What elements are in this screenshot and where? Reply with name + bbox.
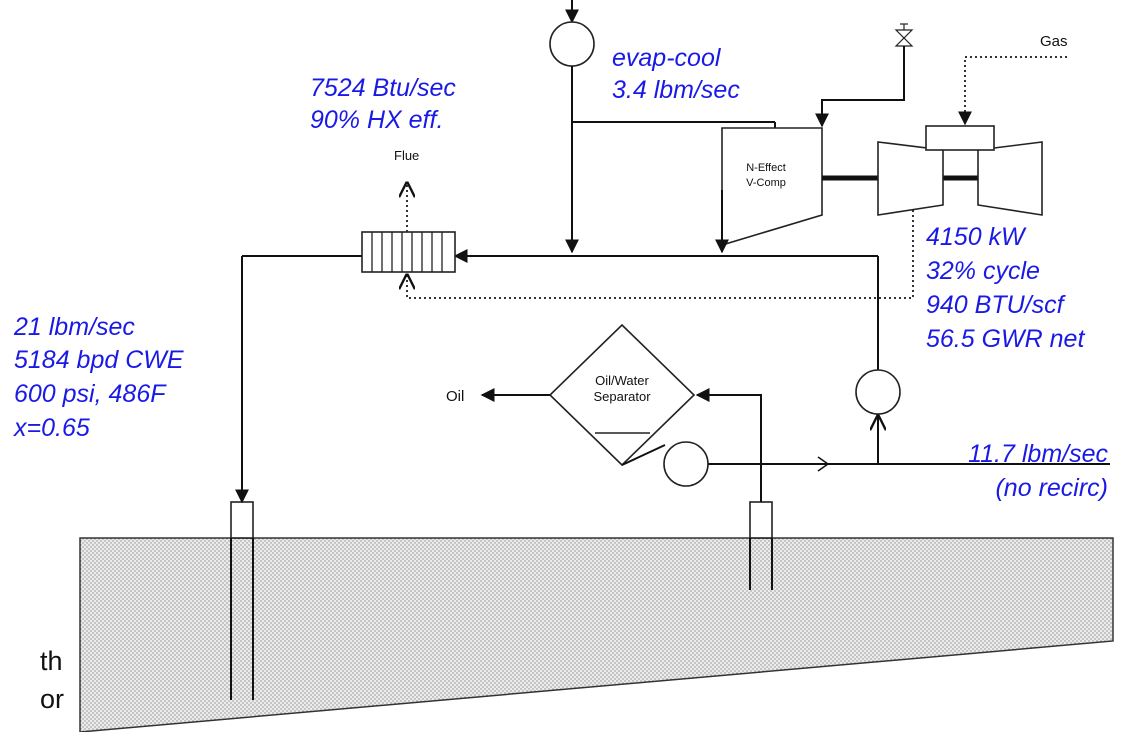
compressor-label-1: N-Effect bbox=[746, 162, 786, 174]
separator-label-2: Separator bbox=[593, 389, 651, 404]
evap-cool-pump bbox=[549, 21, 595, 67]
well-to-separator bbox=[695, 388, 762, 502]
turbine-compressor-stage bbox=[877, 141, 944, 216]
cutoff-text-2: or bbox=[40, 684, 64, 714]
compressor-label-2: V-Comp bbox=[746, 177, 786, 189]
svg-text:5184 bpd CWE: 5184 bpd CWE bbox=[14, 346, 184, 374]
gas-feed bbox=[958, 56, 1067, 126]
well-annotation: 21 lbm/sec 5184 bpd CWE 600 psi, 486F x=… bbox=[13, 313, 184, 442]
svg-text:56.5 GWR net: 56.5 GWR net bbox=[926, 325, 1085, 353]
turbine-annotation: 4150 kW 32% cycle 940 BTU/scf 56.5 GWR n… bbox=[926, 223, 1085, 353]
svg-text:3.4 lbm/sec: 3.4 lbm/sec bbox=[612, 76, 740, 104]
gas-label: Gas bbox=[1040, 33, 1068, 50]
valve-icon bbox=[894, 23, 914, 47]
cutoff-text-1: th bbox=[40, 646, 63, 676]
flow-arrow-icon bbox=[817, 456, 830, 472]
hx-annotation: 7524 Btu/sec 90% HX eff. bbox=[310, 74, 456, 134]
svg-text:21 lbm/sec: 21 lbm/sec bbox=[13, 313, 135, 341]
svg-text:(no recirc): (no recirc) bbox=[995, 474, 1108, 502]
injection-well bbox=[230, 256, 254, 700]
svg-text:7524 Btu/sec: 7524 Btu/sec bbox=[310, 74, 456, 102]
valve-to-comp bbox=[815, 46, 905, 128]
water-pump bbox=[663, 441, 709, 487]
svg-text:evap-cool: evap-cool bbox=[612, 44, 722, 72]
separator-to-pump bbox=[621, 444, 666, 466]
flue-label: Flue bbox=[394, 148, 419, 163]
combustor bbox=[925, 125, 995, 151]
reservoir-ground bbox=[79, 537, 1114, 732]
heat-exchanger bbox=[361, 231, 456, 273]
svg-text:600 psi, 486F: 600 psi, 486F bbox=[14, 380, 167, 408]
turbine-expander-stage bbox=[977, 141, 1043, 216]
exhaust-return bbox=[407, 205, 914, 299]
outflow-annotation: 11.7 lbm/sec (no recirc) bbox=[968, 440, 1108, 502]
svg-text:x=0.65: x=0.65 bbox=[13, 414, 90, 442]
svg-text:11.7 lbm/sec: 11.7 lbm/sec bbox=[968, 440, 1108, 468]
svg-text:940 BTU/scf: 940 BTU/scf bbox=[926, 291, 1067, 319]
return-pump bbox=[855, 369, 901, 415]
oil-label: Oil bbox=[446, 388, 464, 405]
svg-text:4150 kW: 4150 kW bbox=[926, 223, 1027, 251]
evap-annotation: evap-cool 3.4 lbm/sec bbox=[612, 44, 740, 104]
svg-text:32% cycle: 32% cycle bbox=[926, 257, 1040, 285]
svg-text:90% HX eff.: 90% HX eff. bbox=[310, 106, 443, 134]
separator-label-1: Oil/Water bbox=[595, 373, 649, 388]
